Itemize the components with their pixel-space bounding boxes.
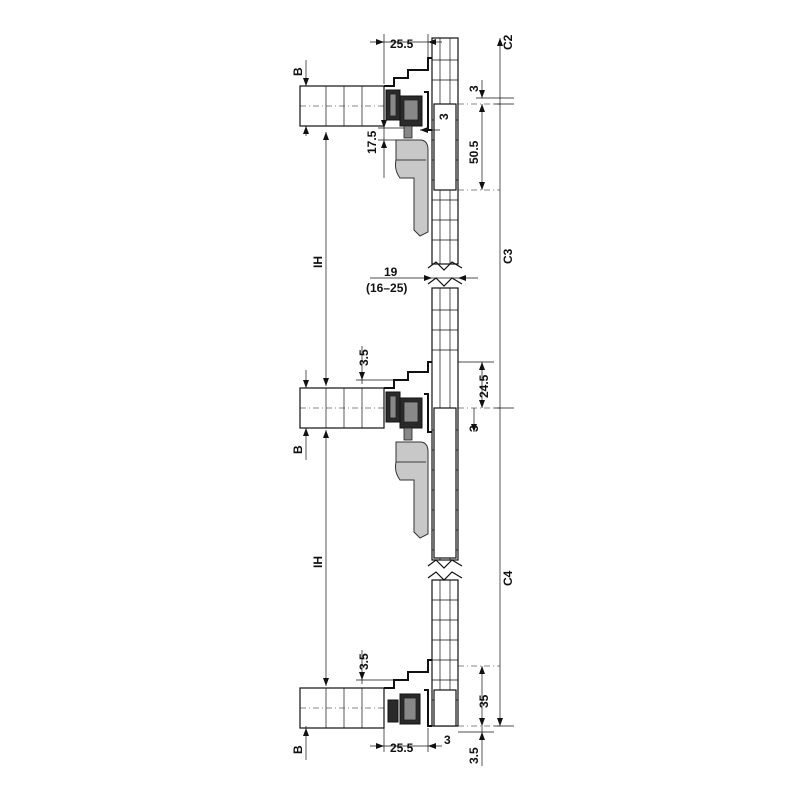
dimension-arrows xyxy=(303,38,503,749)
runner-middle xyxy=(384,361,432,539)
dim-top-width: 25.5 xyxy=(390,37,414,51)
dim-bottom-width: 25.5 xyxy=(390,741,414,755)
label-c2: C2 xyxy=(501,34,515,50)
label-b-bottom: B xyxy=(291,745,305,754)
dim-3-5-middle: 3.5 xyxy=(357,349,371,366)
dim-24-5: 24.5 xyxy=(477,374,491,398)
label-ih-lower: IH xyxy=(311,556,325,568)
center-lines xyxy=(300,103,500,727)
dim-3-middle: 3 xyxy=(467,425,481,432)
runner-lower xyxy=(384,659,432,727)
dim-3-upper: 3 xyxy=(467,85,481,92)
dim-panel-thickness-range: (16–25) xyxy=(366,281,407,295)
label-b-middle: B xyxy=(291,445,305,454)
dim-bottom-gap: 3 xyxy=(444,733,451,747)
label-b-top: B xyxy=(291,67,305,76)
label-c4: C4 xyxy=(501,570,515,586)
dim-panel-thickness: 19 xyxy=(384,265,398,279)
dim-17-5: 17.5 xyxy=(365,130,379,154)
runner-upper xyxy=(384,57,432,237)
label-ih-upper: IH xyxy=(311,256,325,268)
dim-3-5-corner: 3.5 xyxy=(467,747,481,764)
dimension-lines xyxy=(300,34,514,766)
dimension-labels: 25.5 25.5 3 19 (16–25) C2 C3 C4 B B B IH… xyxy=(291,34,515,764)
dim-50-5: 50.5 xyxy=(467,140,481,164)
dim-3-small: 3 xyxy=(437,113,451,120)
rail-insets xyxy=(433,103,457,727)
dim-35: 35 xyxy=(477,694,491,708)
dim-3-5-bottom: 3.5 xyxy=(357,653,371,670)
break-lines xyxy=(427,261,463,581)
label-c3: C3 xyxy=(501,248,515,264)
